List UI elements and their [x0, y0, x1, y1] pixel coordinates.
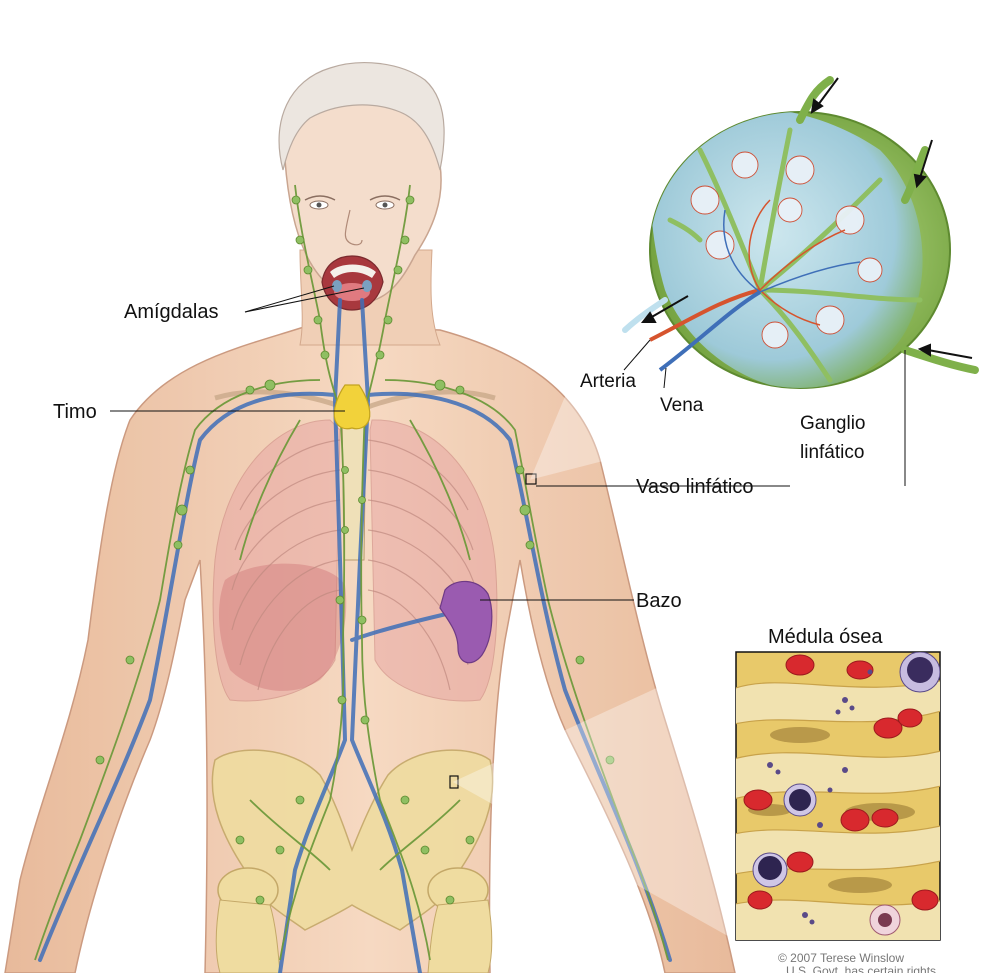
- node-artery: [649, 288, 761, 342]
- platelets: [767, 669, 873, 925]
- node-vein: [658, 290, 762, 372]
- pelvis: [211, 749, 494, 931]
- label-lymph-node-1: Ganglio: [800, 413, 866, 434]
- white-blood-cells: [752, 652, 940, 936]
- lymph-node-inset: [622, 76, 979, 389]
- label-vein: Vena: [660, 395, 704, 416]
- leader-lines: [110, 285, 906, 601]
- spleen: [439, 580, 493, 664]
- label-tonsils: Amígdalas: [124, 301, 219, 323]
- bone-marrow-marker: [449, 775, 459, 789]
- bone-marrow-inset: [735, 651, 941, 941]
- liver: [218, 563, 347, 691]
- hair: [278, 62, 445, 171]
- credit-line-1: © 2007 Terese Winslow: [778, 951, 904, 965]
- veins: [38, 298, 672, 973]
- left-lung: [212, 419, 341, 702]
- red-blood-cells: [743, 654, 939, 911]
- lymph-nodes-body: [95, 195, 615, 905]
- credit-line-2: U.S. Govt. has certain rights: [786, 964, 936, 973]
- label-thymus: Timo: [53, 401, 97, 423]
- body-illustration: [4, 62, 736, 973]
- label-artery: Arteria: [580, 371, 636, 392]
- label-lymph-node-2: linfático: [800, 442, 864, 463]
- lymph-vessel-marker: [525, 473, 537, 485]
- label-lymph-vessel: Vaso linfático: [636, 476, 753, 498]
- label-spleen: Bazo: [636, 590, 682, 612]
- label-bone-marrow: Médula ósea: [768, 626, 883, 648]
